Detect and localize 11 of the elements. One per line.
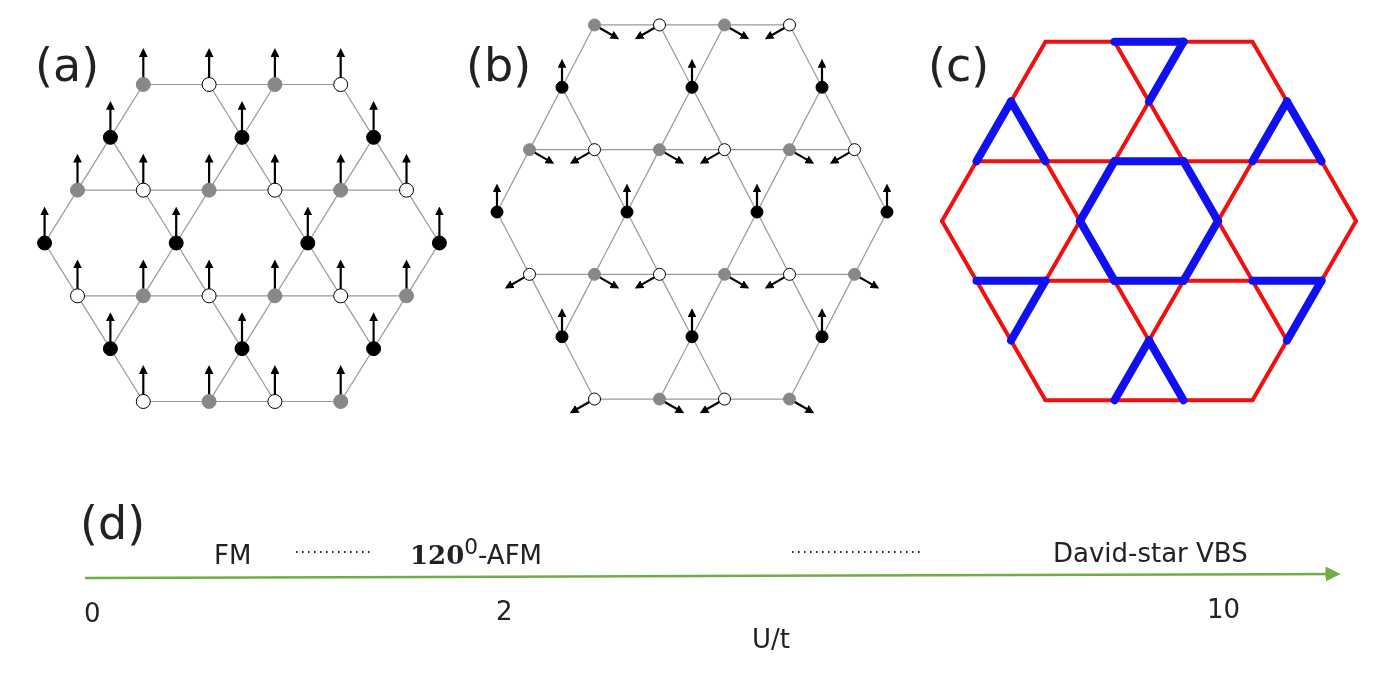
text-label: David-star VBS [1053, 540, 1248, 566]
text-label: U/t [752, 626, 790, 652]
text-label: 0 [84, 600, 101, 626]
text-label: (d) [80, 500, 146, 546]
text-label: 2 [496, 598, 513, 624]
text-label: 10 [1207, 596, 1241, 622]
text-label: (a) [35, 42, 100, 88]
text-label: 120$^{0}$-AFM [410, 536, 543, 568]
text-label: (b) [466, 42, 532, 88]
text-label: FM [214, 542, 252, 568]
text-label: (c) [928, 42, 990, 88]
